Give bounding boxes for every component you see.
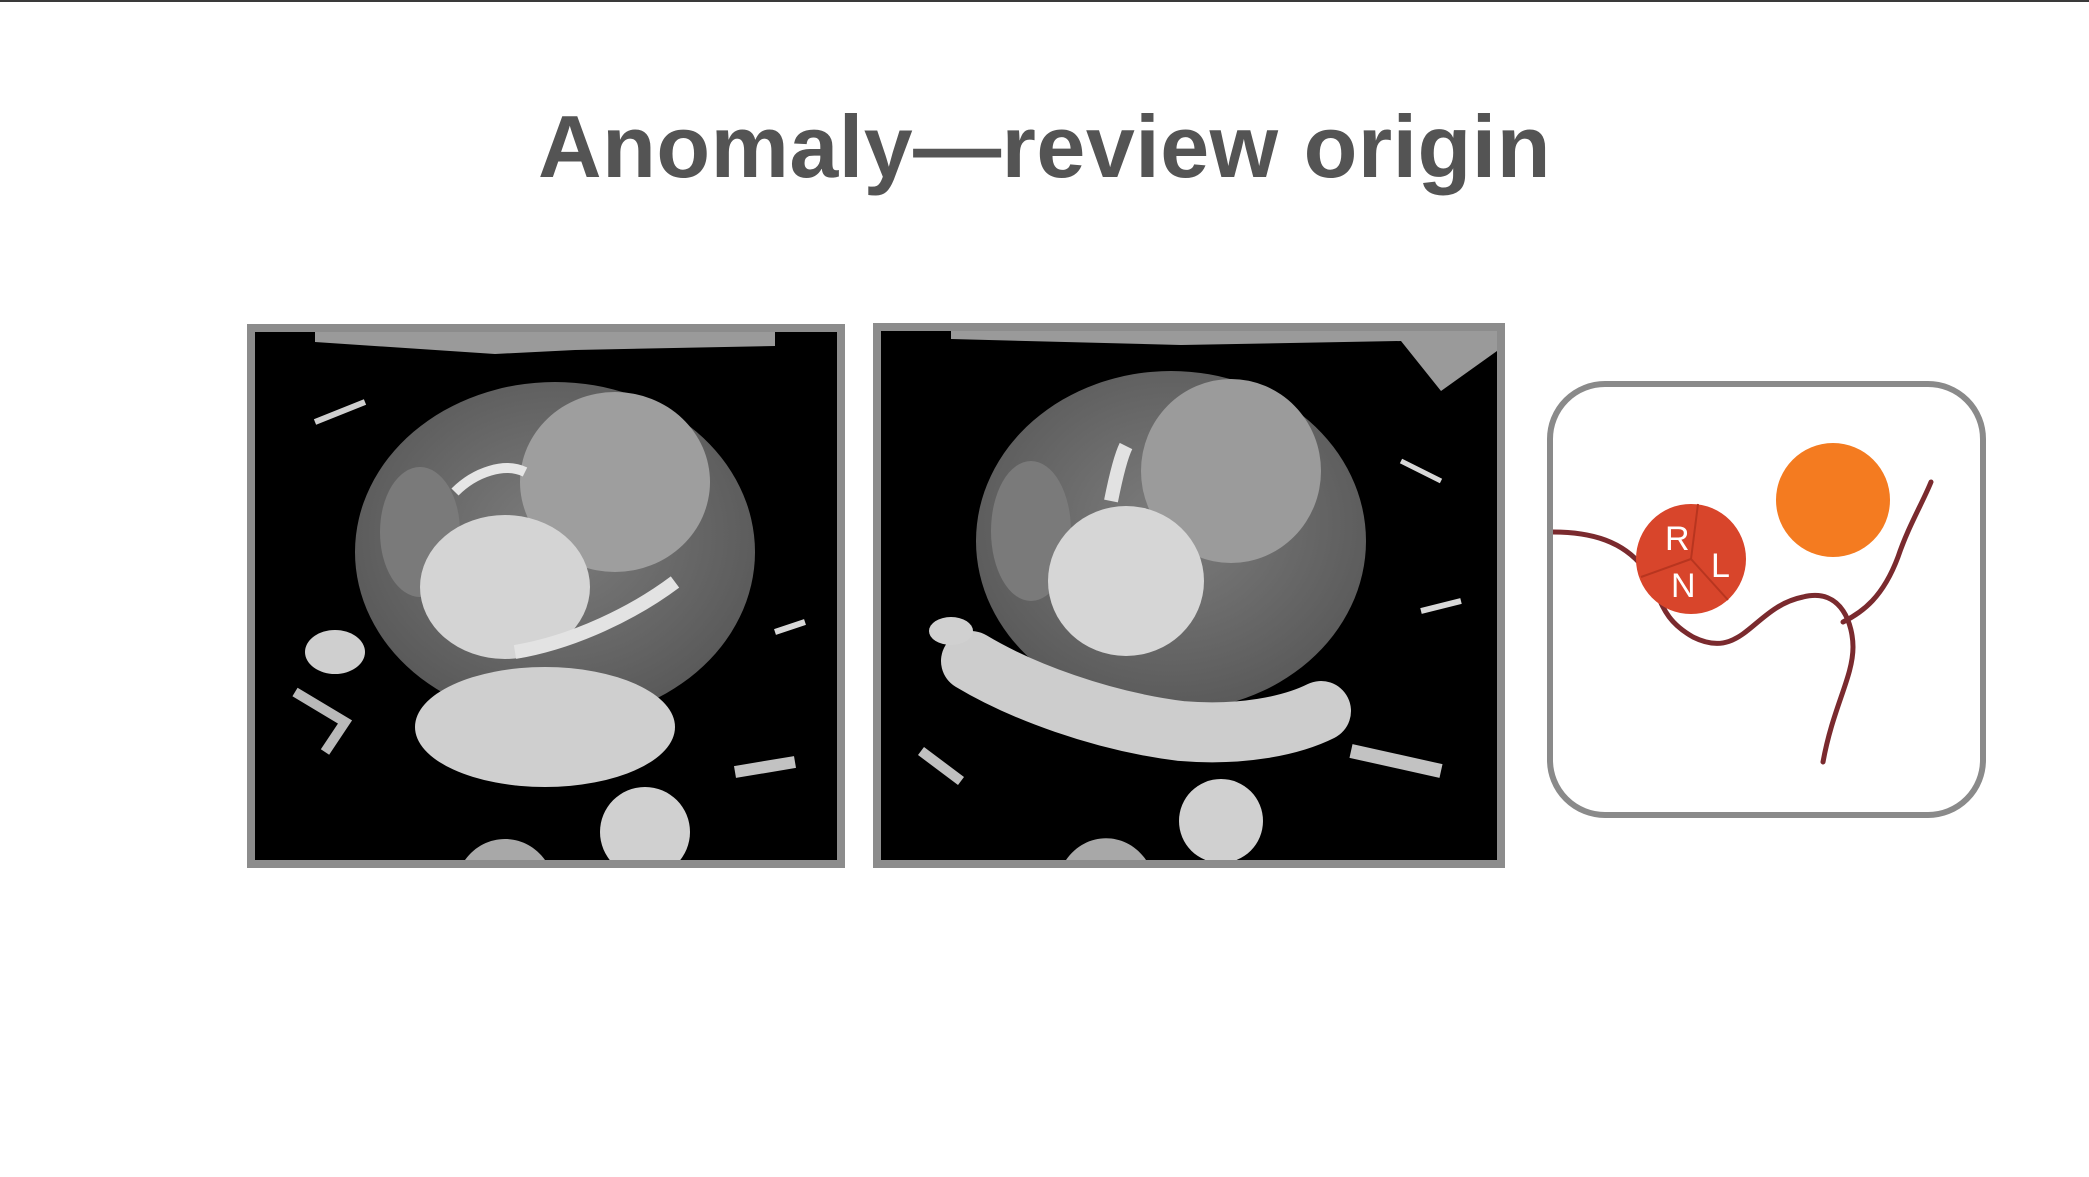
top-divider [0,0,2089,2]
slide-title: Anomaly—review origin [538,97,1551,196]
ct-image-left-graphic [255,332,837,860]
coronary-schematic: R L N [1547,381,1986,818]
pulmonary-artery-circle [1776,443,1890,557]
coronary-schematic-graphic: R L N [1553,443,1934,765]
ct-image-right-graphic [881,331,1497,860]
cusp-label-right: R [1665,520,1690,558]
ct-image-right [873,323,1505,868]
aortic-root: R L N [1636,503,1746,614]
cusp-label-noncoronary: N [1671,567,1696,605]
cusp-label-left: L [1711,547,1730,585]
coronary-branch-path [1840,479,1934,625]
ct-image-left [247,324,845,868]
